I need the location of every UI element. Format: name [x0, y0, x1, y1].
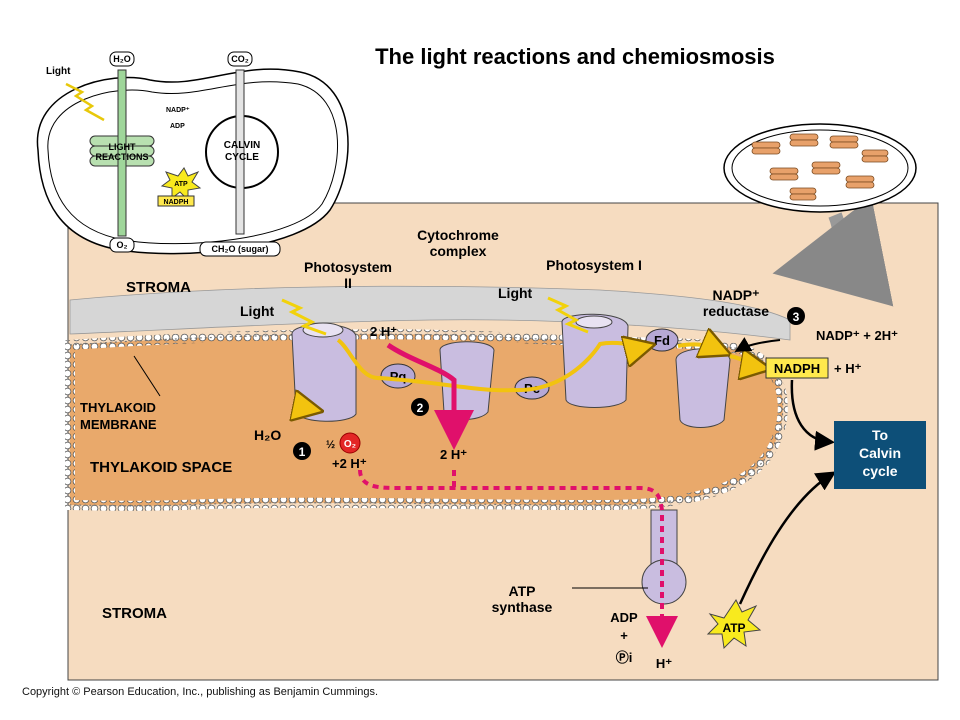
stroma-top-label: STROMA — [126, 279, 191, 296]
pi-label: Ⓟi — [616, 650, 633, 665]
light-bolt-ps2 — [281, 298, 327, 336]
h2o-label: H₂O — [254, 427, 281, 443]
photosystem-i — [561, 313, 629, 408]
proton-pump-arrow — [386, 342, 474, 450]
svg-text:Light: Light — [46, 66, 71, 77]
thylakoid-space-label: THYLAKOID SPACE — [90, 459, 232, 476]
svg-text:To: To — [872, 427, 888, 443]
svg-text:CH₂O (sugar): CH₂O (sugar) — [211, 244, 268, 254]
nadph-box — [765, 357, 829, 379]
zoom-pointer-arrow — [772, 196, 894, 307]
nadp-reductase — [675, 348, 731, 428]
svg-text:O₂: O₂ — [344, 439, 356, 450]
nadph-label: NADPH — [774, 361, 820, 376]
chloroplast-cell-inset — [723, 123, 917, 213]
svg-text:CO₂: CO₂ — [231, 54, 249, 64]
oxygen-molecule — [339, 432, 361, 454]
half-label: ½ — [326, 439, 335, 451]
outer-membrane — [69, 285, 791, 341]
light-label-2: Light — [498, 285, 533, 301]
svg-text:2: 2 — [417, 401, 424, 415]
plus-label: + — [620, 628, 628, 643]
two-h-top-label: 2 H⁺ — [370, 324, 397, 339]
svg-text:ATP: ATP — [174, 181, 188, 188]
nadp-input-arrow — [734, 337, 781, 352]
svg-text:LIGHT: LIGHT — [109, 142, 136, 152]
photosystem-ii-label-2: II — [344, 275, 352, 291]
cytochrome-label-2: complex — [430, 243, 487, 259]
svg-text:CYCLE: CYCLE — [225, 152, 259, 163]
photosystem-i-label: Photosystem I — [546, 257, 642, 273]
nadph-formation-arrow — [729, 356, 764, 368]
diagram-title: The light reactions and chemiosmosis — [375, 44, 775, 69]
atp-star-icon — [706, 599, 762, 650]
atp-synthase-label-1: ATP — [509, 583, 536, 599]
atp-to-calvin-arrow — [738, 471, 837, 605]
thylakoid-membrane-label-2: MEMBRANE — [80, 417, 157, 432]
photosystem-ii — [291, 322, 357, 422]
fd-carrier: Fd — [645, 328, 679, 352]
svg-text:H₂O: H₂O — [113, 54, 131, 64]
stroma-bottom-label: STROMA — [102, 605, 167, 622]
svg-text:NADP⁺: NADP⁺ — [166, 107, 190, 114]
nadp-reductase-label-1: NADP⁺ — [712, 287, 759, 303]
copyright-notice: Copyright © Pearson Education, Inc., pub… — [22, 686, 379, 698]
plus-2h-label: +2 H⁺ — [332, 456, 367, 471]
svg-text:cycle: cycle — [862, 463, 897, 479]
cytochrome-complex — [439, 341, 495, 420]
svg-text:ADP: ADP — [170, 123, 185, 130]
cytochrome-label-1: Cytochrome — [417, 227, 499, 243]
thylakoid-membrane — [69, 333, 784, 507]
proton-gradient-flow — [358, 469, 678, 648]
svg-text:Fd: Fd — [654, 333, 670, 348]
svg-text:1: 1 — [299, 445, 306, 459]
svg-text:REACTIONS: REACTIONS — [95, 152, 148, 162]
light-bolt-ps1 — [547, 296, 589, 334]
plus-h-label: + H⁺ — [834, 361, 862, 376]
adp-label: ADP — [610, 610, 638, 625]
step-2-badge — [411, 398, 429, 416]
membrane-pointer — [133, 355, 161, 397]
light-label-1: Light — [240, 303, 275, 319]
thylakoid-membrane-label-1: THYLAKOID — [80, 400, 156, 415]
chloroplast-overview-inset: Light H₂O CO₂ NADP⁺ ADP LIGHT REACTIONS … — [36, 51, 349, 257]
two-h-space-label: 2 H⁺ — [440, 447, 467, 462]
nadp-plus-2h-label: NADP⁺ + 2H⁺ — [816, 328, 898, 343]
electron-flow-arrow — [336, 340, 648, 393]
svg-text:O₂: O₂ — [117, 240, 128, 250]
h-plus-label: H⁺ — [656, 656, 672, 671]
svg-text:Calvin: Calvin — [859, 445, 901, 461]
calvin-cycle-box — [834, 421, 926, 489]
pq-carrier: Pq — [380, 363, 416, 389]
step-1-badge — [293, 442, 311, 460]
nadph-to-calvin-arrow — [790, 379, 835, 451]
nadp-reductase-label-2: reductase — [703, 303, 769, 319]
photosystem-ii-label-1: Photosystem — [304, 259, 392, 275]
atp-synthase-label-2: synthase — [492, 599, 553, 615]
svg-text:3: 3 — [793, 310, 800, 324]
svg-text:NADPH: NADPH — [164, 199, 189, 206]
step-3-badge — [787, 307, 805, 325]
electron-to-reductase-arrow — [677, 344, 724, 352]
svg-text:CALVIN: CALVIN — [224, 140, 260, 151]
svg-text:ATP: ATP — [722, 621, 745, 635]
water-split-arrow — [292, 409, 316, 420]
